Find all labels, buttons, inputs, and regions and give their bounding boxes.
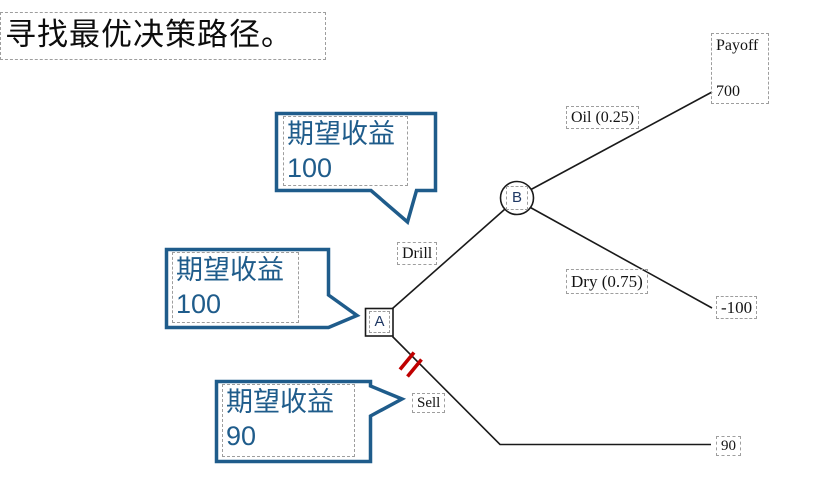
callout-bubble-chance[interactable] [274, 111, 438, 226]
slide-title[interactable]: 寻找最优决策路径。 [0, 12, 326, 60]
payoff-sell-value[interactable]: 90 [716, 436, 741, 456]
payoff-header: Payoff [716, 37, 759, 54]
decision-node-label[interactable]: A [369, 311, 390, 333]
callout-decision-ev-value: 100 [176, 289, 222, 319]
payoff-oil-value: 700 [716, 83, 740, 100]
decision-node-square[interactable] [364, 307, 394, 337]
prune-mark-2 [406, 358, 423, 378]
branch-sell-line [391, 335, 711, 446]
chance-node-label[interactable]: B [506, 186, 528, 210]
payoff-column[interactable]: Payoff 700 [711, 33, 769, 104]
branch-drill-line [391, 208, 506, 310]
prune-mark-1 [398, 351, 416, 371]
callout-sell-ev-label: 期望收益 [226, 387, 334, 417]
callout-decision-ev-label: 期望收益 [176, 255, 284, 285]
branch-oil-label[interactable]: Oil (0.25) [566, 106, 640, 129]
callout-bubble-decision[interactable] [164, 247, 361, 330]
chance-node-circle[interactable] [499, 180, 535, 216]
callout-sell-ev-value: 90 [226, 421, 257, 451]
callout-chance-ev-value: 100 [287, 153, 333, 183]
callout-chance-ev-label: 期望收益 [287, 119, 395, 149]
branch-drill-label[interactable]: Drill [397, 242, 438, 265]
branch-dry-label[interactable]: Dry (0.75) [566, 269, 648, 294]
payoff-dry-value[interactable]: -100 [716, 296, 758, 319]
callout-bubble-sell[interactable] [214, 379, 407, 464]
branch-sell-label[interactable]: Sell [412, 393, 446, 413]
callout-sell-ev-text[interactable]: 期望收益 90 [222, 384, 355, 457]
callout-chance-ev-text[interactable]: 期望收益 100 [283, 116, 408, 186]
branch-dry-line [529, 206, 713, 309]
callout-decision-ev-text[interactable]: 期望收益 100 [172, 252, 299, 323]
branch-oil-line [530, 91, 713, 191]
